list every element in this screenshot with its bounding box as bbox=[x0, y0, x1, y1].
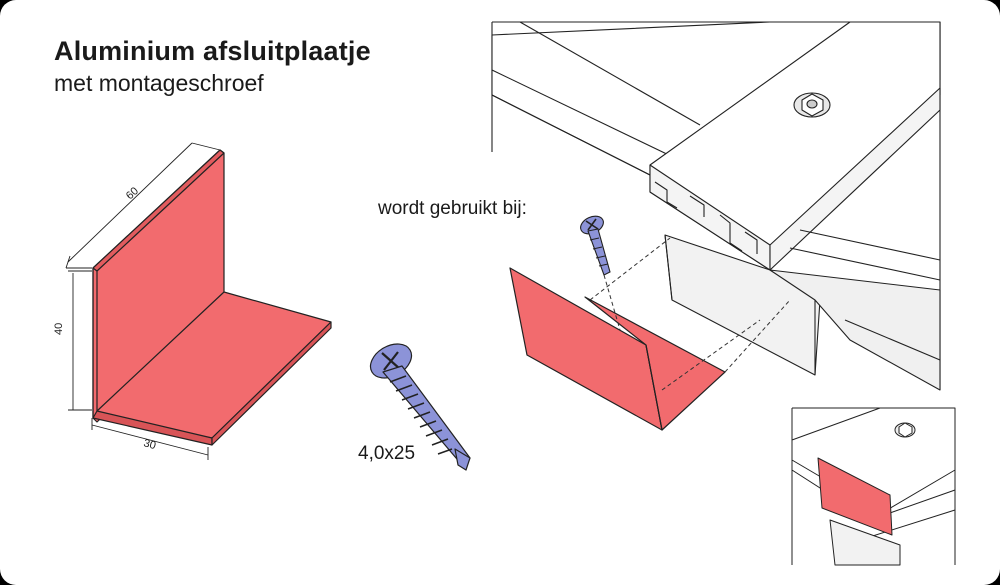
product-title: Aluminium afsluitplaatje bbox=[54, 36, 371, 66]
dimension-length: 60 bbox=[124, 185, 141, 202]
screw-size-label: 4,0x25 bbox=[358, 443, 416, 464]
assembly-guide-lines bbox=[589, 237, 791, 391]
product-subtitle: met montageschroef bbox=[54, 70, 264, 96]
dimension-lines bbox=[65, 142, 221, 460]
decking-profile-illustration bbox=[491, 21, 941, 391]
angle-plate-icon bbox=[92, 149, 332, 446]
exploded-plate bbox=[509, 267, 726, 431]
dimension-width: 30 bbox=[142, 437, 157, 452]
dimension-height: 40 bbox=[53, 323, 65, 335]
small-screw-icon bbox=[580, 215, 611, 276]
detail-inset-illustration bbox=[791, 407, 956, 566]
used-with-label: wordt gebruikt bij: bbox=[378, 198, 527, 219]
screw-icon bbox=[369, 343, 471, 471]
